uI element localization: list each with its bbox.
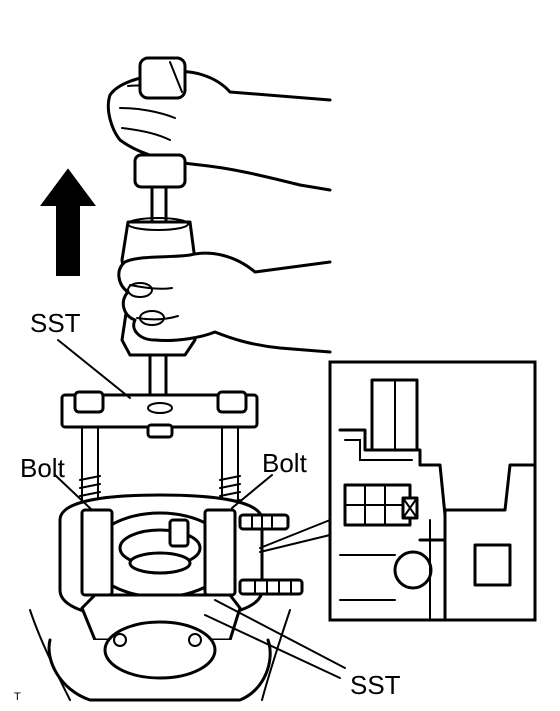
sst-crossbar (60, 390, 259, 439)
bolt-left-label: Bolt (20, 453, 65, 483)
detail-inset (328, 360, 537, 622)
bolt-right-label: Bolt (262, 448, 307, 478)
steering-knuckle (29, 609, 291, 702)
hub-assembly (58, 493, 304, 642)
corner-mark: T (14, 691, 21, 703)
slide-hammer-handle (133, 56, 187, 189)
sst-top-label: SST (30, 308, 81, 338)
sst-bottom-label: SST (350, 670, 401, 700)
leader-lines (54, 339, 346, 679)
pull-direction-arrow-icon (40, 168, 96, 276)
lower-hand (117, 251, 332, 354)
